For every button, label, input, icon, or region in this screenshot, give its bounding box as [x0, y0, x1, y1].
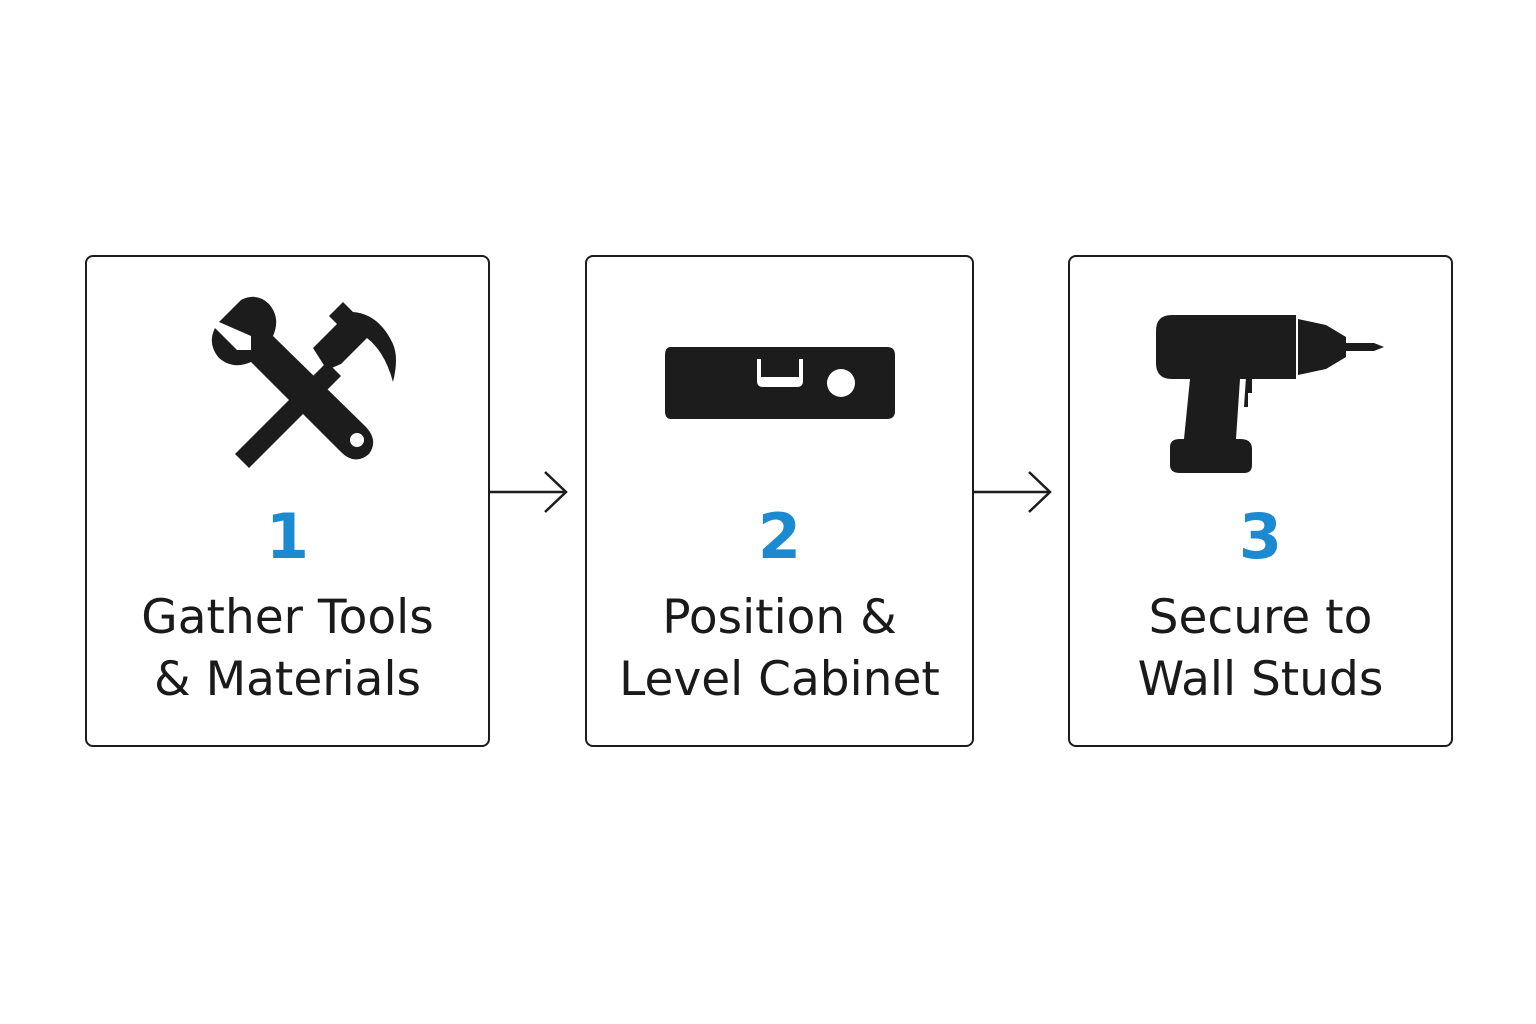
wrench-hammer-icon — [87, 257, 488, 497]
step-label: Position & Level Cabinet — [587, 587, 972, 711]
arrow-right-icon — [974, 471, 1052, 513]
step-card-secure-studs: 3 Secure to Wall Studs — [1068, 255, 1453, 747]
step-label-line-2: & Materials — [153, 652, 421, 707]
step-label-line-2: Level Cabinet — [619, 652, 940, 707]
spirit-level-icon — [587, 257, 972, 497]
arrow-right-icon — [490, 471, 568, 513]
step-card-position-level: 2 Position & Level Cabinet — [585, 255, 974, 747]
step-label-line-1: Gather Tools — [141, 590, 434, 645]
step-label-line-2: Wall Studs — [1137, 652, 1384, 707]
step-number: 1 — [265, 500, 310, 573]
step-label: Secure to Wall Studs — [1070, 587, 1451, 711]
step-label-line-1: Secure to — [1148, 590, 1373, 645]
step-label: Gather Tools & Materials — [87, 587, 488, 711]
step-number: 2 — [757, 500, 802, 573]
power-drill-icon — [1070, 257, 1451, 497]
step-label-line-1: Position & — [662, 590, 897, 645]
step-card-gather-tools: 1 Gather Tools & Materials — [85, 255, 490, 747]
step-number: 3 — [1238, 500, 1283, 573]
